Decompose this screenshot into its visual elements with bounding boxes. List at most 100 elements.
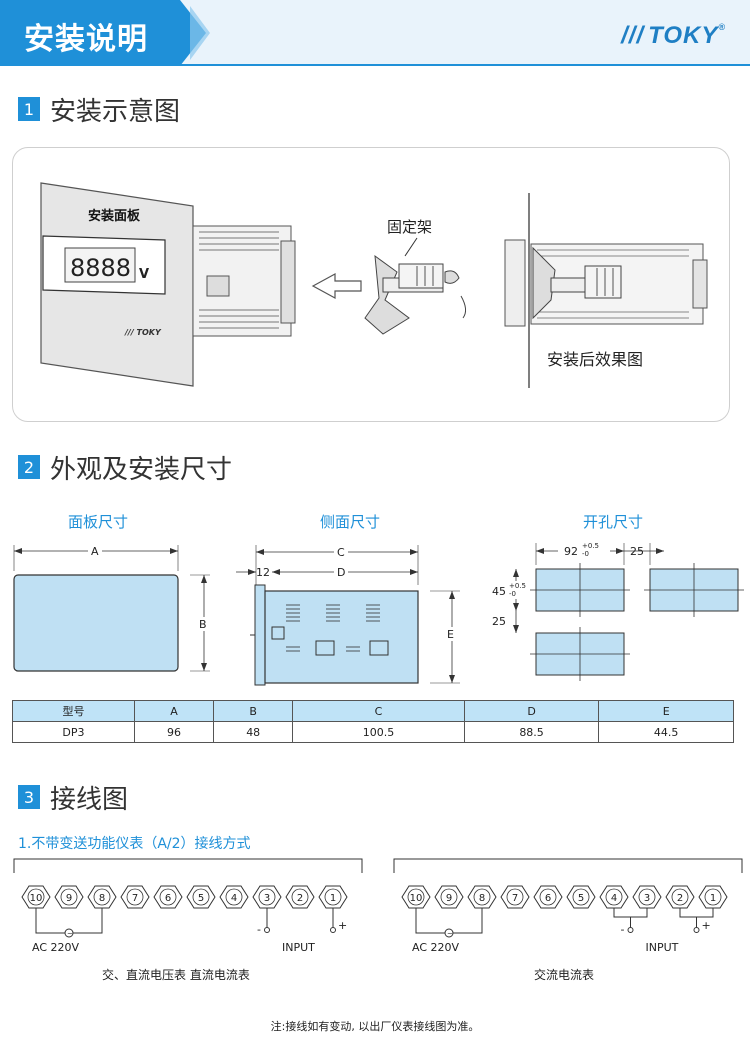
caption-ac-current: 交流电流表 — [534, 968, 595, 982]
dim-12-label: 12 — [256, 566, 270, 579]
ac-source-icon — [444, 928, 454, 938]
dim-C-label: C — [337, 546, 345, 559]
minus-sign: - — [257, 923, 261, 936]
terminal-ring — [506, 888, 524, 906]
ac-voltage-label: AC 220V — [412, 941, 460, 954]
panel-size-drawing: A B — [13, 544, 210, 672]
terminal-housing — [393, 858, 743, 873]
section-title: 安装示意图 — [50, 96, 181, 127]
table-header: A — [133, 700, 215, 722]
header-tab-arrow-shadow — [190, 6, 210, 60]
section-heading-wiring: 3 接线图 — [18, 780, 129, 815]
panel-size-title: 面板尺寸 — [68, 513, 129, 531]
ac-voltage-label: AC 220V — [32, 941, 80, 954]
dim-45-label: 45 — [492, 585, 506, 598]
terminal-number: 6 — [165, 893, 171, 904]
section-title: 外观及安装尺寸 — [50, 454, 233, 485]
section-number: 1 — [18, 97, 40, 121]
wiring-note: 注:接线如有变动, 以出厂仪表接线图为准。 — [270, 1020, 480, 1033]
terminal-number: 3 — [264, 893, 270, 904]
input-terminal-minus — [627, 927, 634, 933]
dimension-table: 型号 A B C D E DP3 96 48 100.5 88.5 44.5 — [12, 700, 734, 743]
terminal-housing — [13, 858, 363, 873]
after-install-label: 安装后效果图 — [547, 350, 643, 369]
terminal-ring — [93, 888, 111, 906]
terminal-number: 9 — [66, 893, 72, 904]
tol-minus-label-v: -0 — [509, 590, 516, 598]
page-title: 安装说明 — [24, 22, 148, 57]
dim-25h-label: 25 — [630, 545, 644, 558]
bracket-leader — [404, 237, 418, 257]
terminal-number: 7 — [132, 893, 138, 904]
terminal-ring — [572, 888, 590, 906]
minus-sign: - — [621, 923, 625, 936]
terminal-number: 8 — [479, 893, 485, 904]
dim-A-label: A — [91, 545, 99, 558]
terminal-ring — [671, 888, 689, 906]
terminal-number: 3 — [644, 893, 650, 904]
input-bridge-plus — [679, 908, 714, 918]
terminal-number: 5 — [198, 893, 204, 904]
terminal-ring — [258, 888, 276, 906]
terminal-ring — [291, 888, 309, 906]
install-diagram-box: 安装面板 8888 V /// TOKY 固定架 — [12, 147, 730, 422]
section-number: 2 — [18, 455, 40, 479]
fixing-bracket-icon — [364, 254, 467, 335]
terminal-number: 7 — [512, 893, 518, 904]
table-cell: 44.5 — [598, 721, 734, 743]
tol-minus-label: -0 — [582, 550, 589, 558]
left-arrow-icon — [311, 272, 362, 300]
terminal-number: 2 — [297, 893, 303, 904]
table-cell: 88.5 — [463, 721, 600, 743]
cutout-drawing: 92 +0.5 -0 25 45 +0.5 -0 25 — [490, 541, 744, 681]
section-heading-dimensions: 2 外观及安装尺寸 — [18, 450, 233, 485]
terminal-number: 10 — [30, 893, 43, 904]
terminal-ring — [159, 888, 177, 906]
terminal-number: 2 — [677, 893, 683, 904]
logo-slash-icon: /// — [621, 22, 645, 49]
dim-25v-label: 25 — [492, 615, 506, 628]
cutout-size-title: 开孔尺寸 — [583, 513, 644, 531]
tol-plus-label-v: +0.5 — [509, 582, 526, 590]
terminal-number: 5 — [578, 893, 584, 904]
terminal-ring — [225, 888, 243, 906]
terminal-ring — [60, 888, 78, 906]
page-header: 安装说明 ///TOKY® — [0, 0, 750, 72]
display-window — [64, 247, 136, 283]
terminal-ring — [440, 888, 458, 906]
bracket-label: 固定架 — [387, 218, 432, 236]
terminal-number: 1 — [330, 893, 336, 904]
input-terminal-plus — [693, 927, 700, 933]
panel-label: 安装面板 — [88, 208, 141, 224]
terminal-number: 8 — [99, 893, 105, 904]
meter-rear — [280, 240, 296, 324]
terminal-ring — [638, 888, 656, 906]
ac-tilde: ~ — [447, 930, 453, 938]
side-size-drawing: C 12 D E — [236, 545, 460, 686]
ac-tilde: ~ — [67, 930, 73, 938]
table-header: 型号 — [12, 700, 135, 722]
after-bracket-icon — [532, 246, 622, 320]
terminal-ring — [407, 888, 425, 906]
terminal-ring — [192, 888, 210, 906]
dim-B-label: B — [199, 618, 207, 631]
meter-fins — [199, 231, 279, 329]
side-size-title: 侧面尺寸 — [320, 513, 381, 531]
plus-sign: + — [338, 919, 347, 932]
header-tab — [0, 0, 180, 66]
table-cell: 48 — [213, 721, 294, 743]
table-header: E — [598, 700, 734, 722]
plus-sign: + — [702, 919, 711, 932]
after-meter-rear — [692, 259, 708, 309]
terminal-number: 4 — [231, 893, 237, 904]
section-title: 接线图 — [50, 784, 129, 815]
caption-dc-meters: 交、直流电压表 直流电流表 — [102, 968, 250, 982]
terminal-number: 6 — [545, 893, 551, 904]
dim-92-label: 92 — [564, 545, 578, 558]
terminal-ring — [473, 888, 491, 906]
meter-slot — [206, 275, 230, 297]
table-row: DP3 96 48 100.5 88.5 44.5 — [12, 721, 734, 743]
table-header: B — [213, 700, 294, 722]
terminal-number: 10 — [410, 893, 423, 904]
